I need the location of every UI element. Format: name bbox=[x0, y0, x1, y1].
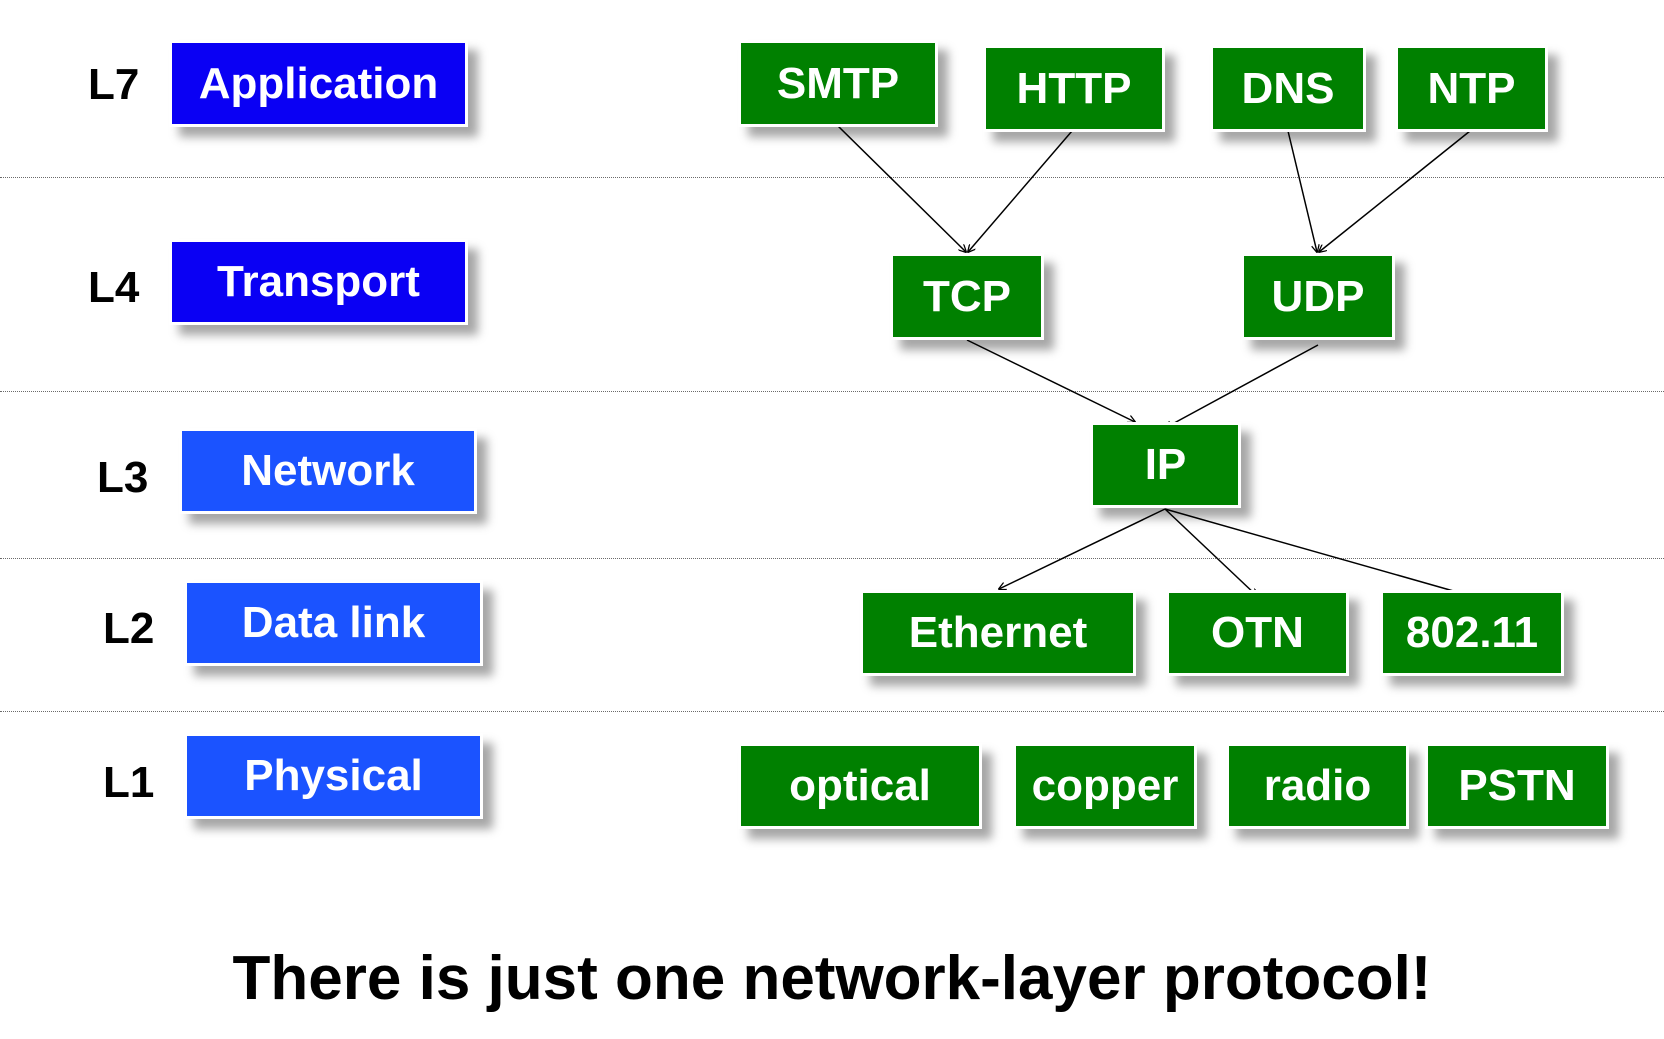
protocol-box-udp: UDP bbox=[1241, 253, 1395, 340]
layer-divider-l7-l4 bbox=[0, 177, 1664, 178]
protocol-box-ip: IP bbox=[1090, 422, 1241, 508]
protocol-box-copper: copper bbox=[1013, 743, 1197, 829]
layer-code-l1: L1 bbox=[103, 758, 155, 807]
caption-text: There is just one network-layer protocol… bbox=[232, 944, 1432, 1013]
arrow-ip-otn bbox=[1164, 508, 1257, 596]
protocol-box-optical: optical bbox=[738, 743, 982, 829]
layer-divider-l2-l1 bbox=[0, 711, 1664, 712]
arrow-tcp-ip bbox=[966, 339, 1135, 422]
layer-box-physical: Physical bbox=[184, 733, 483, 819]
protocol-box-80211: 802.11 bbox=[1380, 590, 1564, 676]
protocol-box-http: HTTP bbox=[983, 45, 1165, 132]
protocol-box-radio: radio bbox=[1226, 743, 1409, 829]
layer-box-application: Application bbox=[169, 40, 468, 127]
layer-divider-l4-l3 bbox=[0, 391, 1664, 392]
protocol-box-otn: OTN bbox=[1166, 590, 1349, 676]
protocol-box-ethernet: Ethernet bbox=[860, 590, 1136, 676]
layer-code-l3: L3 bbox=[97, 453, 149, 502]
layer-code-l7: L7 bbox=[88, 60, 140, 109]
protocol-box-ntp: NTP bbox=[1395, 45, 1548, 132]
arrow-ip-80211 bbox=[1164, 508, 1471, 596]
layer-divider-l3-l2 bbox=[0, 558, 1664, 559]
protocol-box-pstn: PSTN bbox=[1425, 743, 1609, 829]
layer-box-data-link: Data link bbox=[184, 580, 483, 666]
arrow-ntp-udp bbox=[1319, 130, 1471, 252]
arrow-ip-ethernet bbox=[999, 508, 1166, 589]
layer-box-network: Network bbox=[179, 428, 477, 514]
arrow-udp-ip bbox=[1165, 344, 1319, 428]
protocol-box-smtp: SMTP bbox=[738, 40, 938, 127]
protocol-box-dns: DNS bbox=[1210, 45, 1366, 132]
layer-box-transport: Transport bbox=[169, 239, 468, 325]
layer-code-l4: L4 bbox=[88, 263, 140, 312]
arrow-dns-udp bbox=[1287, 130, 1317, 252]
arrow-http-tcp bbox=[968, 130, 1073, 252]
arrow-smtp-tcp bbox=[837, 125, 966, 252]
layer-code-l2: L2 bbox=[103, 604, 155, 653]
protocol-box-tcp: TCP bbox=[890, 253, 1044, 340]
